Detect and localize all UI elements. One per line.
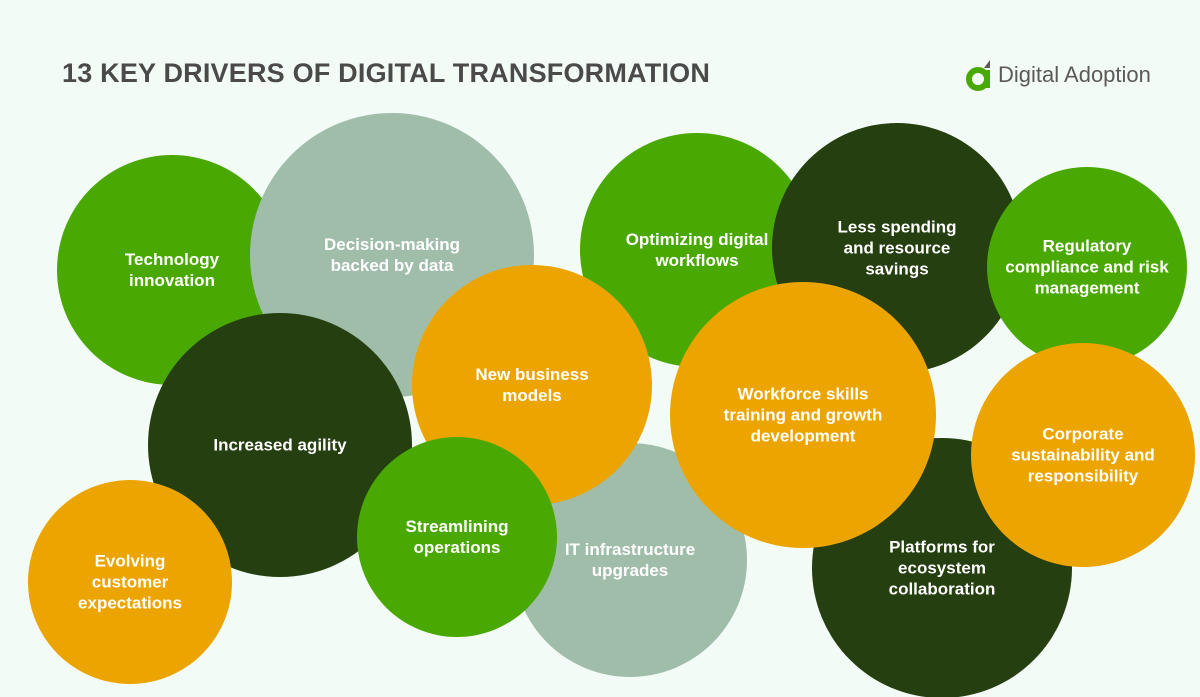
page-title: 13 KEY DRIVERS OF DIGITAL TRANSFORMATION	[62, 58, 711, 88]
driver-bubble	[357, 437, 557, 637]
driver-label: Corporate sustainability and responsibil…	[1011, 424, 1155, 486]
driver-label: Streamlining operations	[405, 517, 509, 557]
driver-label: Decision-making backed by data	[323, 235, 461, 275]
driver-label: Optimizing digital workflows	[625, 230, 769, 270]
driver-label: Platforms for ecosystem collaboration	[888, 537, 996, 599]
logo: Digital Adoption	[966, 58, 1151, 92]
digital-adoption-logo-icon	[966, 60, 990, 91]
driver-bubble	[971, 343, 1195, 567]
driver-bubble	[28, 480, 232, 684]
driver-bubble	[148, 313, 412, 577]
logo-text: Digital Adoption	[998, 62, 1151, 87]
driver-bubble	[513, 443, 747, 677]
driver-label: Less spending and resource savings	[837, 217, 957, 279]
driver-bubble	[987, 167, 1187, 367]
driver-label: New business models	[475, 365, 589, 405]
driver-label: Workforce skills training and growth dev…	[723, 384, 883, 446]
driver-label: Regulatory compliance and risk managemen…	[1005, 236, 1169, 298]
driver-label: Technology innovation	[124, 250, 220, 290]
driver-label: IT infrastructure upgrades	[564, 540, 696, 580]
driver-bubble	[670, 282, 936, 548]
driver-label: Evolving customer expectations	[78, 551, 182, 613]
driver-label: Increased agility	[213, 435, 347, 455]
